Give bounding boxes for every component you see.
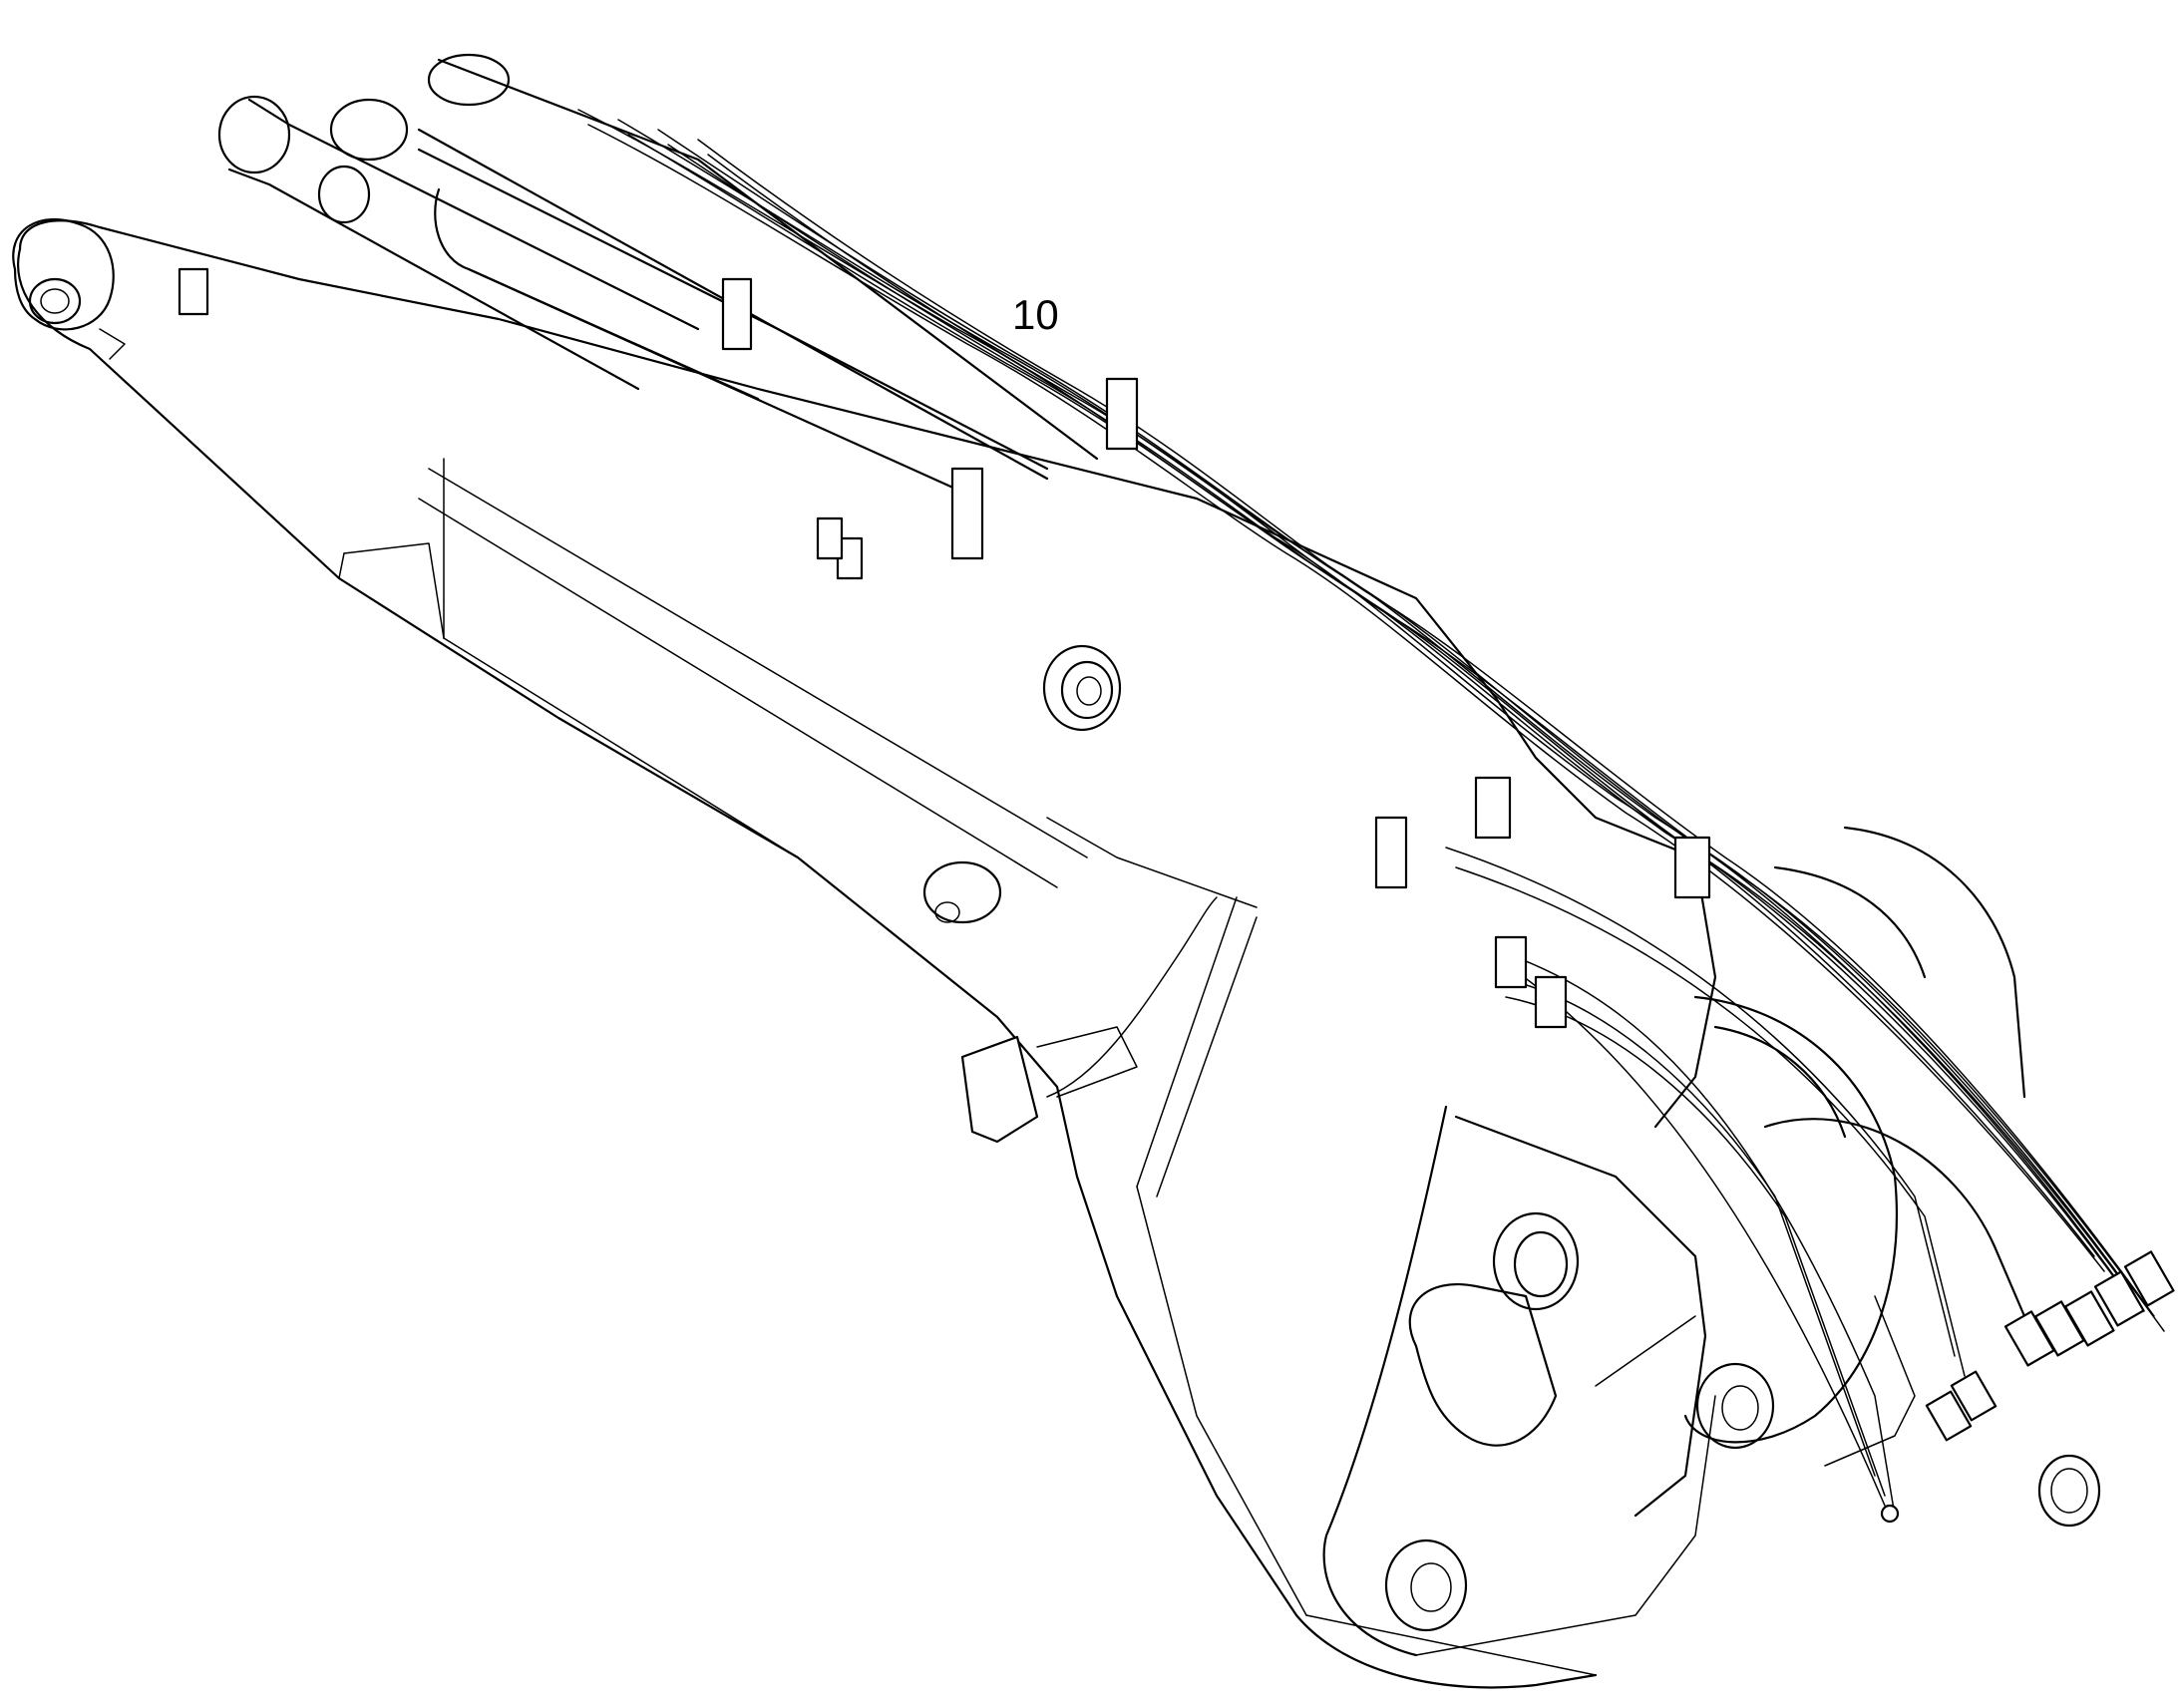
pin-bosses bbox=[922, 644, 1775, 1632]
boom-foot-pivot bbox=[12, 217, 126, 360]
electrical-connector-box bbox=[960, 896, 1218, 1144]
hose-clamps bbox=[178, 267, 1711, 1029]
callout-label: 10 bbox=[1012, 291, 1059, 338]
hose-end-fittings bbox=[1880, 1250, 2175, 1528]
boom-body bbox=[17, 219, 2026, 1689]
callout-group: 10 bbox=[1012, 291, 1059, 338]
boom-cylinders bbox=[217, 53, 1099, 501]
hose-bundle bbox=[577, 109, 2165, 1517]
